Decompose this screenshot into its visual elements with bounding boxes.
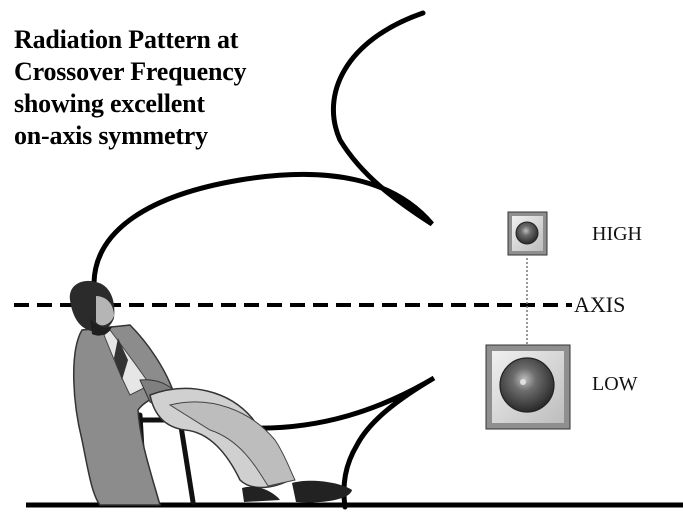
listener-shoe-front [292, 480, 352, 503]
lower-radiation-lobe [247, 375, 436, 510]
high-label: HIGH [592, 223, 642, 245]
caption-line-3: showing excellent [14, 89, 205, 118]
high-speaker [507, 211, 548, 256]
diagram-caption: Radiation Pattern at Crossover Frequency… [14, 24, 314, 152]
caption-line-2: Crossover Frequency [14, 57, 247, 86]
listener-figure [69, 280, 352, 506]
listener-shoe-back [242, 486, 280, 502]
low-speaker [485, 344, 571, 430]
caption-line-1: Radiation Pattern at [14, 25, 239, 54]
woofer-cone [500, 358, 554, 412]
tweeter-cone [516, 222, 538, 244]
upper-radiation-lobe [91, 10, 434, 286]
listener-coat [73, 324, 173, 506]
caption-line-4: on-axis symmetry [14, 121, 208, 150]
low-label: LOW [592, 373, 638, 395]
axis-label: AXIS [574, 292, 626, 317]
